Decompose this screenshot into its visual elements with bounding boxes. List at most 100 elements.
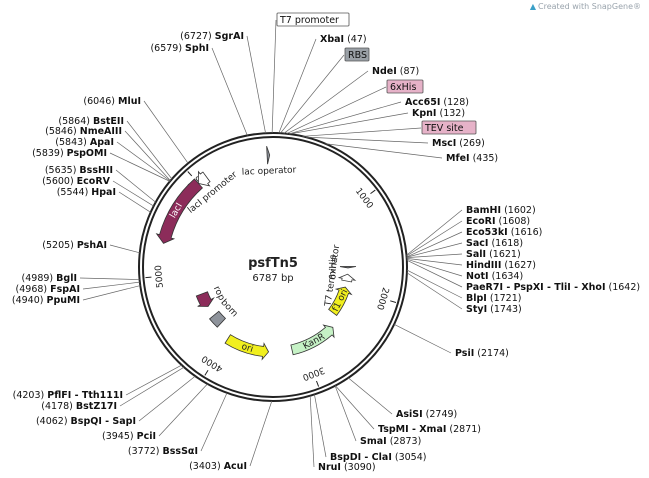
site-leader-lines [79, 19, 463, 468]
site-name-saci: SacI [466, 238, 488, 249]
site-fspai: (4968) FspAI [16, 284, 80, 295]
site-name-kpni: KpnI [412, 108, 436, 119]
site-pos-fspai: (4968) [16, 284, 51, 295]
site-name-bsshii: BssHII [79, 165, 113, 176]
site-name-nmeaiii: NmeAIII [80, 126, 122, 137]
leader-bstz17i [119, 366, 185, 407]
leader-kpni [289, 112, 409, 135]
site-pos-bsss-i: (3772) [128, 446, 163, 457]
leader-fspai [82, 281, 140, 290]
leader-acui [249, 400, 273, 467]
site-bamhi: BamHI (1602) [466, 205, 536, 216]
tick-6000 [187, 171, 193, 177]
site-name-bspdi-clai: BspDI - ClaI [330, 452, 392, 463]
leader-tev-site [302, 127, 422, 137]
site-pos-apai: (5843) [55, 137, 90, 148]
site-ecori: EcoRI (1608) [466, 216, 530, 227]
site-pos-sali: (1621) [486, 249, 521, 260]
sixhis-c-label: 6xHis [328, 254, 338, 279]
site-pos-saci: (1618) [488, 238, 523, 249]
leader-bsteii [126, 120, 173, 180]
site-pos-sphi: (6579) [150, 43, 185, 54]
site-pos-hpai: (5544) [57, 187, 92, 198]
site-bsshii: (5635) BssHII [45, 165, 113, 176]
site-pos-kpni: (132) [436, 108, 465, 119]
site-pos-ecorv: (5600) [42, 176, 77, 187]
site-name-bspqi-sapi: BspQI - SapI [71, 416, 136, 427]
site-name-acui: AcuI [224, 461, 247, 472]
site-pos-ppumi: (4940) [12, 295, 47, 306]
site-pos-bspqi-sapi: (4062) [36, 416, 71, 427]
leader-msci [306, 136, 429, 144]
site-acc65i: Acc65I (128) [405, 97, 469, 108]
site-name-fspai: FspAI [50, 284, 80, 295]
leader-styi [406, 272, 463, 310]
site-name-xbai: XbaI [320, 34, 344, 45]
leader-sali [406, 253, 463, 258]
site-nmeaiii: (5846) NmeAIII [45, 126, 122, 137]
site-name-eco53ki: Eco53kI [466, 227, 508, 238]
leader-xbai [278, 38, 317, 134]
leader-eco53ki [406, 231, 463, 258]
leader-rbs [280, 54, 345, 134]
site-pos-bspdi-clai: (3054) [392, 452, 427, 463]
plasmid-length: 6787 bp [252, 273, 293, 284]
site-name-pflfi-tth111i: PflFI - Tth111I [47, 390, 123, 401]
site-xbai: XbaI (47) [320, 34, 367, 45]
site-bgli: (4989) BglI [22, 273, 77, 284]
kanr-arrow [290, 324, 335, 356]
f1-ori-arrow [328, 286, 353, 317]
site-pcii: (3945) PciI [102, 431, 156, 442]
site-pos-ndei: (87) [397, 66, 420, 77]
site-pos-eco53ki: (1616) [508, 227, 543, 238]
site-name-bsss-i: BssSαI [163, 446, 198, 457]
leader-bgli [79, 277, 140, 280]
rop-arrow [195, 291, 215, 307]
site-bstz17i: (4178) BstZ17I [41, 401, 117, 412]
watermark-text: Created with SnapGene® [538, 2, 641, 11]
leader-tspmi-xmai [335, 385, 375, 430]
site-pos-pflfi-tth111i: (4203) [13, 390, 48, 401]
tick-5000 [145, 276, 152, 279]
leader-t7-promoter [271, 19, 277, 134]
leader-sphi [211, 47, 248, 136]
site-name-rbs: RBS [348, 50, 367, 61]
site-sgrai: (6727) SgrAI [180, 31, 244, 42]
site-pshai: (5205) PshAI [42, 240, 107, 251]
leader-acc65i [288, 101, 402, 135]
site-pos-acc65i: (128) [440, 97, 469, 108]
lacI-arrow [155, 178, 203, 244]
site-box-6xhis [386, 79, 424, 94]
site-pos-psii: (2174) [474, 348, 509, 359]
site-name-bamhi: BamHI [466, 205, 501, 216]
leader-smai [334, 385, 357, 442]
site-name-bgli: BglI [56, 273, 77, 284]
leader-noti [406, 258, 463, 277]
site-pos-bsteii: (5864) [58, 116, 93, 127]
site-pos-ecori: (1608) [496, 216, 531, 227]
leader-ecorv [112, 180, 154, 207]
site-nrui: NruI (3090) [318, 462, 376, 473]
lacI-promoter-arrow [198, 170, 211, 187]
site-styi: StyI (1743) [466, 304, 522, 315]
tick-label-1000: 1000 [353, 187, 375, 212]
leader-bspdi-clai [314, 394, 327, 458]
site-pos-xbai: (47) [344, 34, 367, 45]
site-msci: MscI (269) [432, 138, 485, 149]
tick-1000 [370, 189, 376, 195]
site-name-ecori: EcoRI [466, 216, 496, 227]
site-name-apai: ApaI [90, 137, 114, 148]
backbone-inner [142, 136, 404, 398]
site-pos-asisi: (2749) [423, 409, 458, 420]
site-pspomi: (5839) PspOMI [32, 148, 107, 159]
site-pos-paer7i-pspxi-tlii-xhoi: (1642) [605, 282, 640, 293]
leader-psii [393, 323, 452, 354]
site-ndei: NdeI (87) [372, 66, 419, 77]
site-saci: SacI (1618) [466, 238, 523, 249]
site-name-ndei: NdeI [372, 66, 397, 77]
site-name-smai: SmaI [360, 436, 387, 447]
leader-hpai [118, 191, 151, 213]
site-bsss-i: (3772) BssSαI [128, 446, 198, 457]
site-name-ppumi: PpuMI [46, 295, 80, 306]
